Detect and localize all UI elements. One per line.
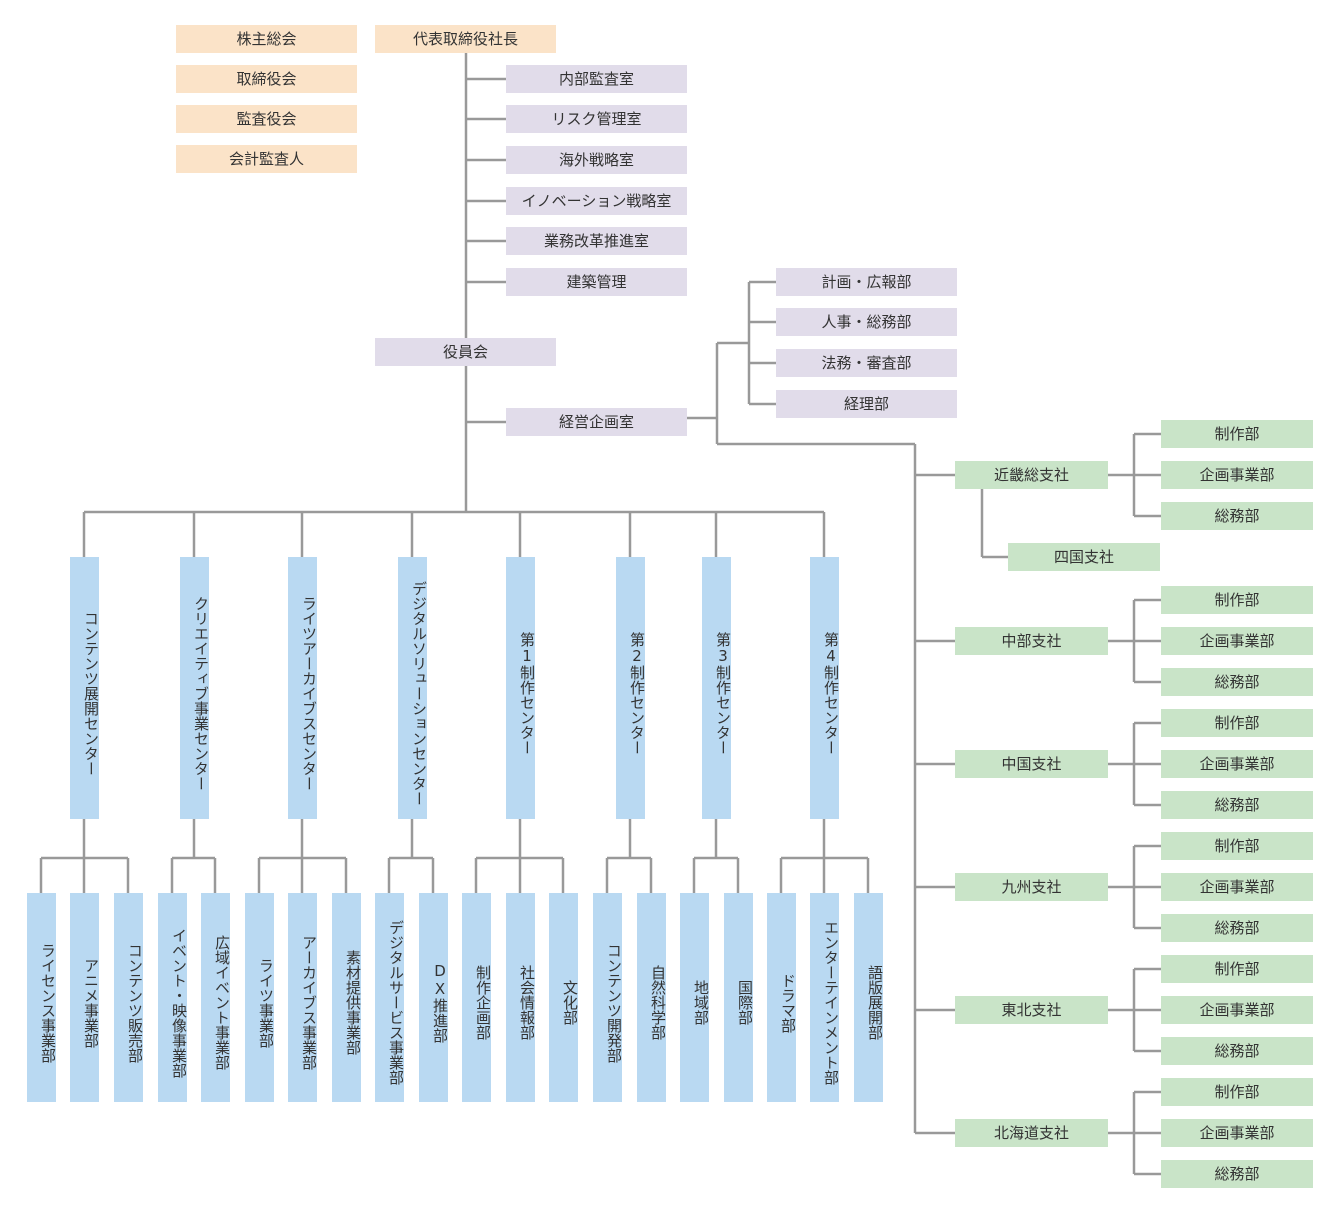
- center-department: 社会情報部: [506, 893, 536, 1102]
- center-box: 第2制作センター: [616, 557, 646, 819]
- center-department: DX推進部: [419, 893, 449, 1102]
- branch-department: 制作部: [1161, 832, 1313, 860]
- center-box: 第4制作センター: [810, 557, 840, 819]
- center-department: 自然科学部: [637, 893, 667, 1102]
- planning-department: 計画・広報部: [776, 268, 957, 296]
- president-box: 代表取締役社長: [375, 25, 556, 53]
- staff-office: 建築管理: [506, 268, 687, 296]
- planning-department: 経理部: [776, 390, 957, 418]
- branch-department: 企画事業部: [1161, 1119, 1313, 1147]
- branch-department: 制作部: [1161, 586, 1313, 614]
- branch-department: 企画事業部: [1161, 750, 1313, 778]
- board-box: 役員会: [375, 338, 556, 366]
- branch-box: 近畿総支社: [955, 461, 1108, 489]
- branch-department: 総務部: [1161, 791, 1313, 819]
- branch-department: 制作部: [1161, 1078, 1313, 1106]
- governance-body: 株主総会: [176, 25, 357, 53]
- branch-department: 制作部: [1161, 420, 1313, 448]
- branch-department: 総務部: [1161, 914, 1313, 942]
- branch-box: 中国支社: [955, 750, 1108, 778]
- center-department: エンターテインメント部: [810, 893, 840, 1102]
- center-department: 広域イベント事業部: [201, 893, 231, 1102]
- branch-box: 九州支社: [955, 873, 1108, 901]
- branch-box: 東北支社: [955, 996, 1108, 1024]
- governance-body: 会計監査人: [176, 145, 357, 173]
- center-box: 第3制作センター: [702, 557, 732, 819]
- center-department: 制作企画部: [462, 893, 492, 1102]
- branch-department: 制作部: [1161, 709, 1313, 737]
- sub-branch-box: 四国支社: [1008, 543, 1160, 571]
- staff-office: イノベーション戦略室: [506, 187, 687, 215]
- branch-department: 総務部: [1161, 502, 1313, 530]
- branch-department: 企画事業部: [1161, 873, 1313, 901]
- center-department: イベント・映像事業部: [158, 893, 188, 1102]
- branch-department: 総務部: [1161, 1160, 1313, 1188]
- planning-department: 人事・総務部: [776, 308, 957, 336]
- center-department: 素材提供事業部: [332, 893, 362, 1102]
- center-box: クリエイティブ事業センター: [180, 557, 210, 819]
- center-department: 地域部: [680, 893, 710, 1102]
- branch-department: 企画事業部: [1161, 461, 1313, 489]
- staff-office: リスク管理室: [506, 105, 687, 133]
- center-department: ライツ事業部: [245, 893, 275, 1102]
- center-department: 語版展開部: [854, 893, 884, 1102]
- center-box: 第1制作センター: [506, 557, 536, 819]
- center-department: アーカイブス事業部: [288, 893, 318, 1102]
- branch-department: 制作部: [1161, 955, 1313, 983]
- center-department: コンテンツ販売部: [114, 893, 144, 1102]
- branch-box: 中部支社: [955, 627, 1108, 655]
- governance-body: 取締役会: [176, 65, 357, 93]
- governance-body: 監査役会: [176, 105, 357, 133]
- center-department: 文化部: [549, 893, 579, 1102]
- planning-department: 法務・審査部: [776, 349, 957, 377]
- staff-office: 内部監査室: [506, 65, 687, 93]
- center-department: 国際部: [724, 893, 754, 1102]
- center-department: デジタルサービス事業部: [375, 893, 405, 1102]
- center-box: デジタルソリューションセンター: [398, 557, 428, 819]
- center-department: アニメ事業部: [70, 893, 100, 1102]
- center-department: コンテンツ開発部: [593, 893, 623, 1102]
- staff-office: 海外戦略室: [506, 146, 687, 174]
- center-box: ライツアーカイブスセンター: [288, 557, 318, 819]
- planning-office-box: 経営企画室: [506, 408, 687, 436]
- center-box: コンテンツ展開センター: [70, 557, 100, 819]
- branch-department: 総務部: [1161, 1037, 1313, 1065]
- staff-office: 業務改革推進室: [506, 227, 687, 255]
- center-department: ライセンス事業部: [27, 893, 57, 1102]
- branch-department: 企画事業部: [1161, 996, 1313, 1024]
- branch-box: 北海道支社: [955, 1119, 1108, 1147]
- branch-department: 企画事業部: [1161, 627, 1313, 655]
- center-department: ドラマ部: [767, 893, 797, 1102]
- branch-department: 総務部: [1161, 668, 1313, 696]
